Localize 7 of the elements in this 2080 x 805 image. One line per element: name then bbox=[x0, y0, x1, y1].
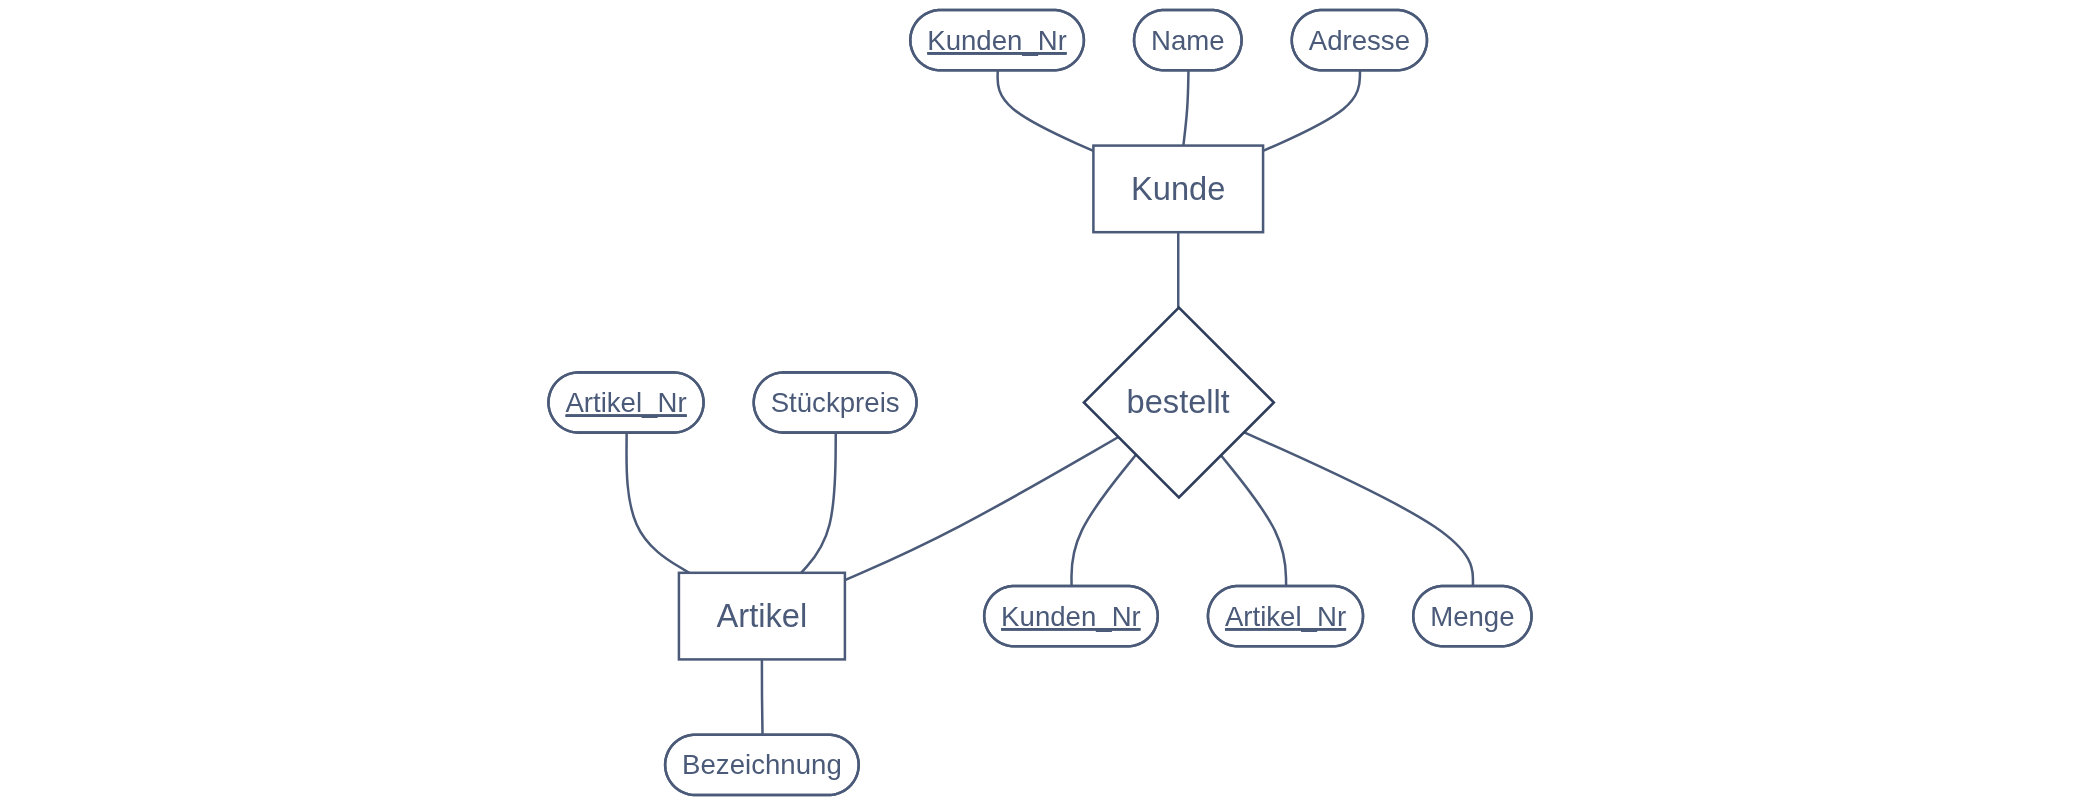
node-box: Artikel bbox=[677, 571, 847, 661]
connector bbox=[996, 70, 1094, 153]
connector bbox=[1176, 232, 1180, 308]
node-diamond: bestellt bbox=[1082, 305, 1276, 500]
node-box: Kunde bbox=[1092, 144, 1265, 234]
connector bbox=[1182, 70, 1190, 146]
connector bbox=[844, 436, 1119, 582]
